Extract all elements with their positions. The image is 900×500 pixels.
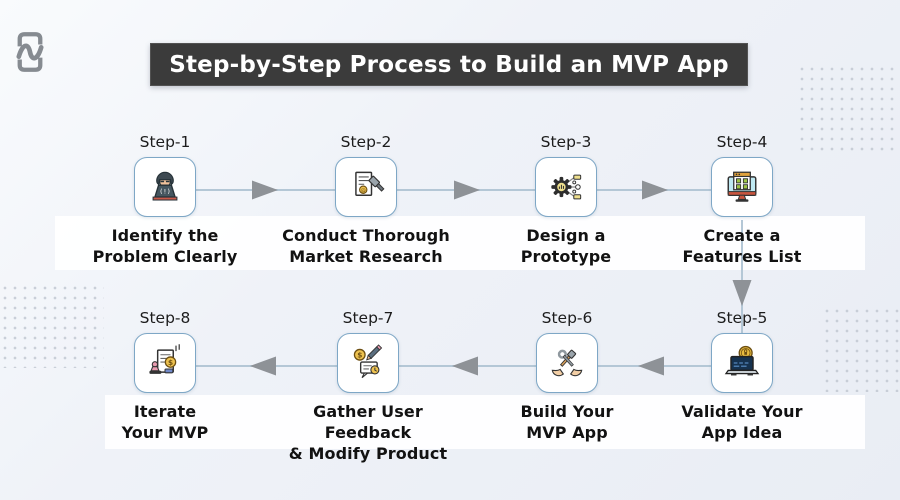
step-3-title-line1: Design a — [526, 226, 606, 245]
svg-text:$: $ — [357, 351, 362, 360]
step-2-title: Conduct Thorough Market Research — [266, 226, 466, 268]
step-5-title-line2: App Idea — [701, 422, 783, 442]
step-1-number: Step-1 — [139, 133, 191, 151]
iterate-stamp-document-icon: $ — [149, 344, 180, 374]
step-8-icon-box: $ — [134, 333, 196, 393]
step-7-title-line2: & Modify Product — [288, 443, 448, 463]
step-3-number: Step-3 — [540, 133, 592, 151]
step-8-title-line2: Your MVP — [121, 422, 209, 442]
features-monitor-icon — [727, 171, 757, 202]
step-2: Step-2 @ Conduct Thorough Market Researc… — [266, 133, 466, 268]
step-8-title: Iterate Your MVP — [65, 402, 265, 444]
step-3-icon-box — [535, 157, 597, 217]
svg-text:@: @ — [361, 188, 366, 194]
dot-pattern-right-middle — [822, 306, 900, 392]
step-7-number: Step-7 — [342, 309, 394, 327]
step-4-title: Create a Features List — [642, 226, 842, 268]
step-4-title-line2: Features List — [682, 246, 802, 266]
step-4-icon-box — [711, 157, 773, 217]
gear-workflow-icon — [551, 174, 582, 200]
step-6-title-line2: MVP App — [526, 422, 608, 442]
step-1-icon-box: (!) — [134, 157, 196, 217]
step-6-icon-box — [536, 333, 598, 393]
dot-pattern-left-middle — [0, 283, 104, 368]
step-6-title-line1: Build Your — [520, 402, 614, 421]
step-6: Step-6 Build Your MVP App — [467, 309, 667, 444]
step-5-number: Step-5 — [716, 309, 768, 327]
validate-laptop-icon — [724, 345, 760, 376]
step-7-title: Gather User Feedback & Modify Product — [268, 402, 468, 464]
step-1: Step-1 (!) Identify the Problem Clearly — [65, 133, 265, 268]
research-document-icon: @ — [355, 171, 385, 196]
hands-with-tools-icon — [551, 349, 583, 377]
step-3: Step-3 Design a — [466, 133, 666, 268]
svg-text:$: $ — [168, 358, 173, 367]
caption-band-bottom — [105, 395, 865, 449]
step-5-title-line1: Validate Your — [681, 402, 803, 421]
step-5: Step-5 Validate Your App Idea — [642, 309, 842, 444]
step-3-title: Design a Prototype — [466, 226, 666, 268]
step-2-title-line1: Conduct Thorough — [282, 226, 450, 245]
step-3-title-line2: Prototype — [520, 246, 612, 266]
step-6-title: Build Your MVP App — [467, 402, 667, 444]
step-7-icon-box: $ — [337, 333, 399, 393]
svg-text:(!): (!) — [159, 187, 171, 195]
step-2-icon-box: @ — [335, 157, 397, 217]
arrowheads — [250, 180, 752, 376]
brand-logo-icon — [16, 32, 44, 72]
step-8-title-line1: Iterate — [133, 402, 197, 421]
caption-band-top — [55, 216, 865, 270]
step-5-title: Validate Your App Idea — [642, 402, 842, 444]
step-4-title-line1: Create a — [703, 226, 781, 245]
step-7: Step-7 $ Gather User Feedback & Modify P… — [268, 309, 468, 464]
step-4: Step-4 Create a Features List — [642, 133, 842, 268]
step-7-title-line1: Gather User Feedback — [313, 402, 423, 442]
step-6-number: Step-6 — [541, 309, 593, 327]
step-1-title-line1: Identify the — [111, 226, 219, 245]
dot-pattern-top-right — [797, 64, 900, 152]
page-title: Step-by-Step Process to Build an MVP App — [150, 43, 748, 86]
step-1-title: Identify the Problem Clearly — [65, 226, 265, 268]
feedback-pencil-coin-icon: $ — [353, 344, 383, 379]
step-8-number: Step-8 — [139, 309, 191, 327]
step-2-title-line2: Market Research — [289, 246, 443, 266]
step-1-title-line2: Problem Clearly — [92, 246, 238, 266]
step-5-icon-box — [711, 333, 773, 393]
step-4-number: Step-4 — [716, 133, 768, 151]
step-2-number: Step-2 — [340, 133, 392, 151]
developer-at-laptop-icon: (!) — [152, 171, 178, 201]
step-8: Step-8 $ Iterate Your MVP — [65, 309, 265, 444]
